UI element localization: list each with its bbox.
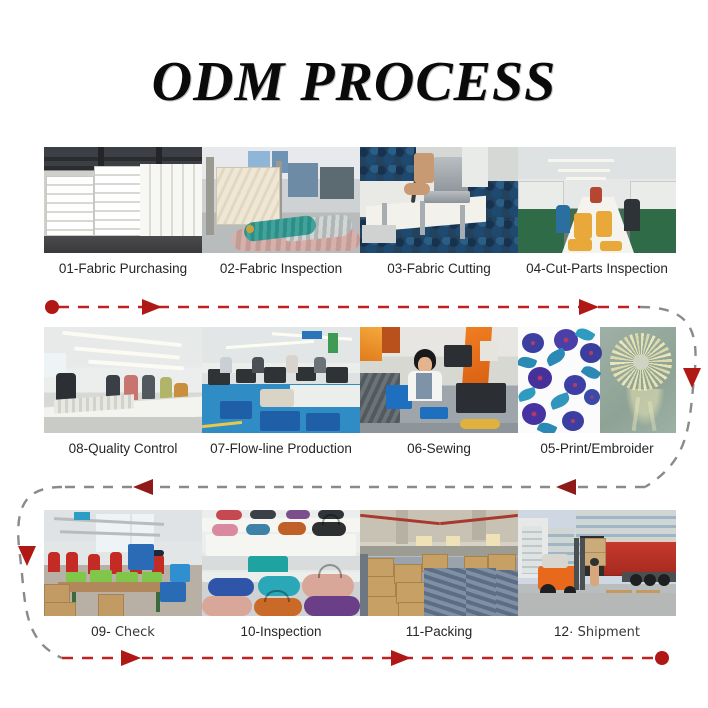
packing-warehouse-boxes-image bbox=[360, 510, 518, 616]
process-step-03-label: 03-Fabric Cutting bbox=[387, 261, 491, 276]
left-curve-arrow bbox=[18, 546, 36, 566]
sewing-operator-image bbox=[360, 327, 518, 433]
process-step-10[interactable]: 10-Inspection bbox=[202, 510, 360, 640]
start-dot bbox=[45, 300, 59, 314]
process-step-02[interactable]: 02-Fabric Inspection bbox=[202, 147, 360, 276]
cut-parts-inspection-table-image bbox=[518, 147, 676, 253]
process-row-3: 09- Check bbox=[44, 510, 676, 640]
row2-arrow-2 bbox=[133, 479, 153, 495]
fabric-inspection-machine-image bbox=[202, 147, 360, 253]
flow-line-production-floor-image bbox=[202, 327, 360, 433]
page-title: ODM PROCESS bbox=[151, 51, 557, 113]
process-step-04-label: 04-Cut-Parts Inspection bbox=[526, 261, 668, 276]
quality-control-workshop-image bbox=[44, 327, 202, 433]
printed-embroidered-fabric-image bbox=[518, 327, 676, 433]
process-row-2: 08-Quality Control bbox=[44, 327, 676, 456]
bag-inspection-tables-image bbox=[202, 510, 360, 616]
process-step-05[interactable]: 05-Print/Embroider bbox=[518, 327, 676, 456]
process-step-07[interactable]: 07-Flow-line Production bbox=[202, 327, 360, 456]
process-step-06-label: 06-Sewing bbox=[407, 441, 471, 456]
process-step-12[interactable]: 12· Shipment bbox=[518, 510, 676, 640]
process-step-09-label: 09- Check bbox=[91, 624, 155, 640]
process-step-02-label: 02-Fabric Inspection bbox=[219, 261, 343, 276]
end-dot bbox=[655, 651, 669, 665]
process-step-04[interactable]: 04-Cut-Parts Inspection bbox=[518, 147, 676, 276]
process-step-01[interactable]: 01-Fabric Purchasing bbox=[44, 147, 202, 276]
process-row-1: 01-Fabric Purchasing 02-Fabric Inspectio… bbox=[44, 147, 676, 276]
row1-arrow-1 bbox=[142, 299, 162, 315]
process-step-06[interactable]: 06-Sewing bbox=[360, 327, 518, 456]
fabric-cutting-machine-image bbox=[360, 147, 518, 253]
process-step-08[interactable]: 08-Quality Control bbox=[44, 327, 202, 456]
process-step-12-label: 12· Shipment bbox=[553, 624, 640, 640]
process-step-01-label: 01-Fabric Purchasing bbox=[58, 261, 188, 276]
row3-arrow-2 bbox=[391, 650, 411, 666]
forklift-container-loading-image bbox=[518, 510, 676, 616]
row1-arrow-2 bbox=[579, 299, 599, 315]
row3-arrow-1 bbox=[121, 650, 141, 666]
process-step-11-label: 11-Packing bbox=[405, 624, 473, 639]
process-step-07-label: 07-Flow-line Production bbox=[210, 441, 352, 456]
process-step-05-label: 05-Print/Embroider bbox=[540, 441, 654, 456]
process-step-11[interactable]: 11-Packing bbox=[360, 510, 518, 640]
final-check-tables-image bbox=[44, 510, 202, 616]
fabric-rolls-warehouse-image bbox=[44, 147, 202, 253]
process-step-08-label: 08-Quality Control bbox=[68, 441, 178, 456]
row2-arrow-1 bbox=[556, 479, 576, 495]
right-curve-arrow bbox=[683, 368, 701, 388]
process-step-09[interactable]: 09- Check bbox=[44, 510, 202, 640]
process-step-03[interactable]: 03-Fabric Cutting bbox=[360, 147, 518, 276]
process-step-10-label: 10-Inspection bbox=[240, 624, 322, 639]
